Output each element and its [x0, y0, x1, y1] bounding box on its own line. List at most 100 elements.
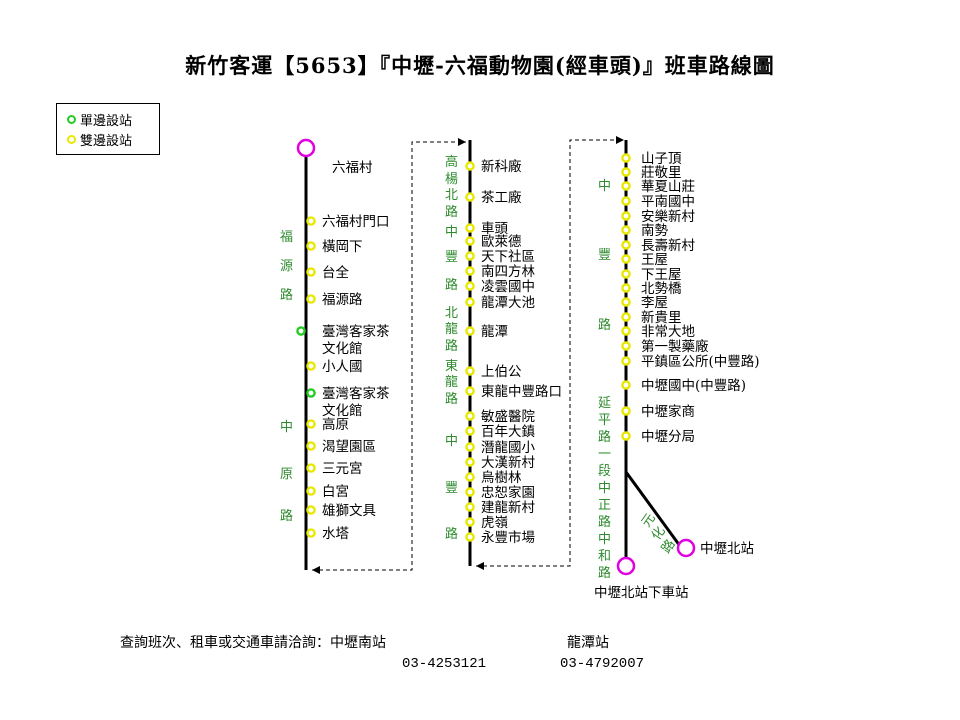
road-label: 中 [598, 532, 611, 547]
road-label: 福 [280, 230, 293, 245]
stop-marker-icon [621, 153, 631, 163]
arrow-icon [476, 562, 484, 570]
stop-label: 新貴里 [641, 310, 682, 326]
stop-label: 六福村門口 [322, 214, 390, 230]
stop-label: 中壢國中(中豐路) [641, 378, 746, 394]
stop-marker-icon [621, 211, 631, 221]
stop-marker-icon [306, 361, 316, 371]
stop-label: 凌雲國中 [481, 279, 535, 295]
stop-marker-icon [306, 441, 316, 451]
stop-marker-icon [621, 283, 631, 293]
stop-label: 敏盛醫院 [481, 409, 535, 425]
legend-item-double: 雙邊設站 [67, 129, 159, 149]
stop-marker-icon [465, 426, 475, 436]
stop-marker-icon [621, 356, 631, 366]
stop-label: 天下社區 [481, 249, 535, 265]
stop-marker-icon [621, 181, 631, 191]
road-label: 東 [445, 358, 458, 374]
terminal-marker-icon [616, 556, 636, 576]
terminal-marker-icon [676, 538, 696, 558]
route-connector-1 [312, 141, 466, 571]
stop-label: 李屋 [641, 295, 668, 311]
stop-marker-icon [306, 486, 316, 496]
stop-label: 東龍中豐路口 [481, 383, 562, 400]
stop-label: 上伯公 [481, 364, 522, 380]
road-label: 段 [598, 464, 611, 479]
stop-marker-icon [621, 254, 631, 264]
double-stop-marker-icon [67, 134, 76, 144]
road-label: 北 [445, 188, 458, 203]
page-title: 新竹客運【5653】『中壢-六福動物園(經車頭)』班車路線圖 [185, 53, 775, 78]
stop-marker-icon [306, 528, 316, 538]
stop-marker-icon [465, 223, 475, 233]
stop-label: 雄獅文具 [322, 503, 376, 519]
stop-label: 非常大地 [641, 324, 695, 340]
stop-label: 茶工廠 [481, 189, 522, 206]
stop-label-top: 六福村 [332, 160, 373, 176]
stop-label: 建龍新村 [481, 499, 535, 516]
stop-label: 王屋 [641, 252, 668, 268]
stop-label: 南四方林 [481, 264, 535, 280]
road-label: 高 [445, 154, 458, 170]
road-label: 龍 [445, 321, 458, 337]
stop-label: 安樂新村 [641, 208, 695, 225]
contact-station-2: 龍潭站 [567, 635, 609, 651]
road-label: 楊 [445, 171, 458, 187]
stop-label: 第一製藥廠 [641, 338, 709, 355]
stop-label: 小人國 [322, 359, 363, 375]
road-label: 中 [445, 434, 458, 449]
stop-marker-icon [306, 294, 316, 304]
stop-marker-icon [465, 457, 475, 467]
stop-label: 水塔 [322, 526, 349, 542]
contact-phone-2: 03-4792007 [560, 656, 645, 672]
stop-label: 福源路 [322, 292, 363, 308]
arrow-icon [312, 566, 320, 574]
stop-label: 下王屋 [641, 267, 682, 283]
road-label: 豐 [445, 250, 458, 265]
legend-label: 雙邊設站 [80, 133, 133, 149]
stop-marker-icon [465, 297, 475, 307]
road-label: 源 [280, 259, 293, 274]
stop-marker-icon [621, 269, 631, 279]
road-label: 路 [445, 277, 458, 293]
stop-label: 車頭 [481, 221, 508, 237]
stop-label: 臺灣客家茶文化館 [322, 323, 390, 357]
stop-label: 中壢家商 [641, 403, 695, 420]
stop-label: 虎嶺 [481, 515, 508, 531]
stop-label: 高原 [322, 416, 349, 433]
stop-marker-icon [465, 281, 475, 291]
road-label: 路 [598, 565, 611, 581]
stop-label: 華夏山莊 [641, 179, 695, 195]
stop-label: 南勢 [641, 223, 669, 239]
stop-marker-icon [621, 326, 631, 336]
branch-line [624, 471, 682, 547]
stop-marker-icon [465, 161, 475, 171]
stop-marker-icon [621, 240, 631, 250]
legend: 單邊設站 雙邊設站 [56, 103, 160, 155]
road-label: 路 [280, 508, 293, 524]
stop-marker-icon [465, 236, 475, 246]
stop-marker-icon [465, 251, 475, 261]
stop-label: 渴望園區 [322, 439, 376, 455]
stop-label: 平鎮區公所(中豐路) [641, 354, 760, 370]
stop-marker-icon [306, 267, 316, 277]
stop-marker-icon [306, 216, 316, 226]
stop-label: 忠恕家園 [481, 484, 535, 501]
stop-label: 烏樹林 [481, 469, 522, 486]
stop-marker-icon [306, 388, 316, 398]
stop-marker-icon [465, 532, 475, 542]
stop-marker-icon [465, 326, 475, 336]
stop-marker-icon [465, 442, 475, 452]
stop-marker-icon [465, 487, 475, 497]
stop-label: 龍潭 [481, 323, 508, 340]
road-label: 中 [598, 179, 611, 194]
road-label: 原 [280, 467, 293, 482]
arrow-icon [616, 136, 624, 144]
road-label: 豐 [445, 481, 458, 496]
stop-marker-icon [465, 517, 475, 527]
road-label: 路 [280, 287, 293, 303]
stop-label: 白宮 [322, 484, 349, 500]
stop-label: 龍潭大池 [481, 294, 535, 311]
contact-phone-1: 03-4253121 [402, 656, 487, 672]
